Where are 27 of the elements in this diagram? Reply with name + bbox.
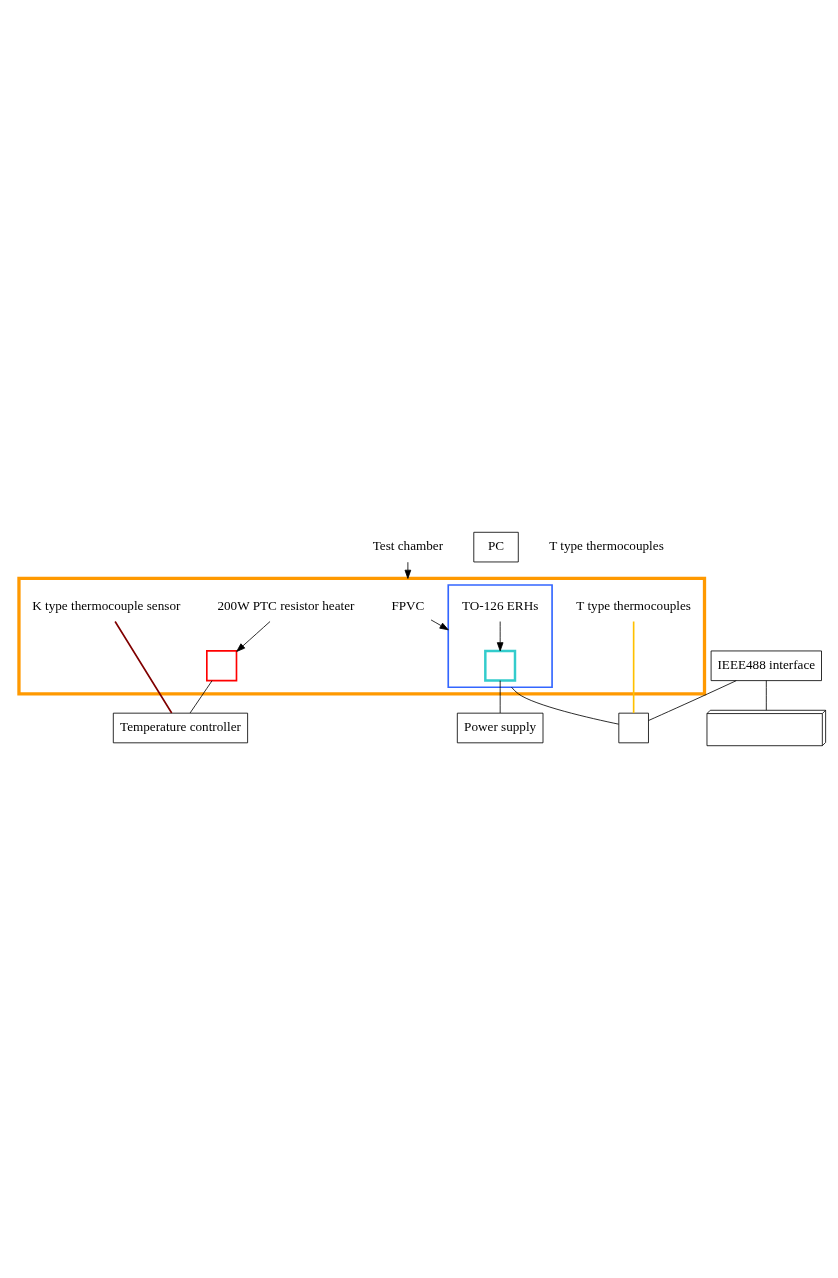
node-box: PC <box>473 531 519 563</box>
cluster <box>17 576 707 696</box>
connector <box>499 680 501 714</box>
connector <box>511 686 620 725</box>
connector <box>632 620 635 714</box>
arrow <box>236 621 271 652</box>
connector <box>765 680 767 711</box>
cluster <box>447 584 553 689</box>
node-box <box>484 649 517 682</box>
node-box: Power supply <box>456 712 544 744</box>
node-box: Temperature controller <box>112 712 248 744</box>
node-text: FPVC <box>391 597 425 613</box>
node-text: TO-126 ERHs <box>462 597 539 613</box>
node-text: T type thermocouples <box>576 597 691 613</box>
node-box <box>618 712 649 744</box>
arrow <box>496 621 504 652</box>
connector <box>114 620 173 714</box>
node-text: Test chamber <box>372 538 444 554</box>
node-box <box>206 650 238 682</box>
connector <box>189 680 213 714</box>
node-text: K type thermocouple sensor <box>32 597 181 613</box>
arrow <box>404 561 412 579</box>
label: T type thermocouples <box>549 538 664 554</box>
connector <box>648 680 737 721</box>
node-box: IEEE488 interface <box>710 650 822 681</box>
arrow <box>430 619 449 631</box>
node-text: 200W PTC resistor heater <box>217 597 355 613</box>
